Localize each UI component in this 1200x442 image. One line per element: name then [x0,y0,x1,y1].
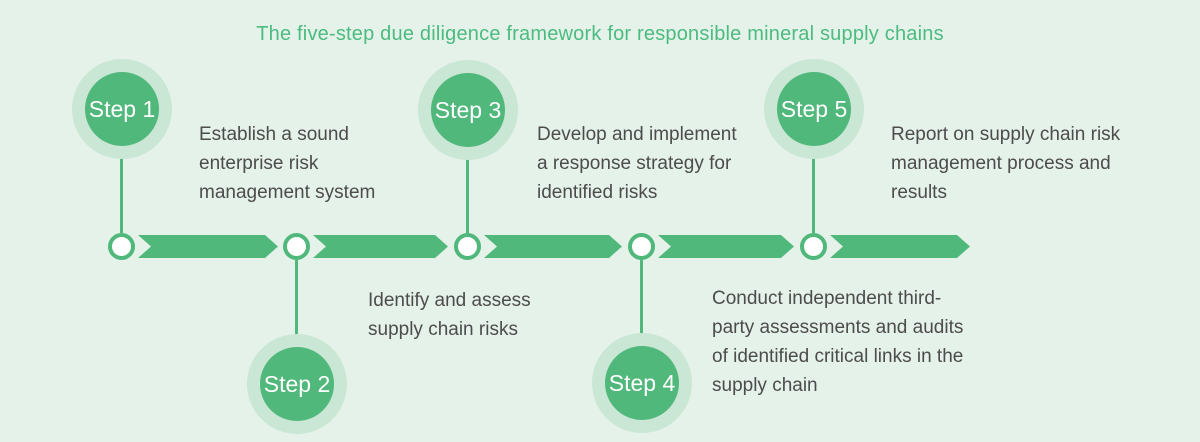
timeline-node-1 [108,233,135,260]
step3-connector-line [466,147,469,233]
timeline-arrow-1 [138,235,278,258]
step3-circle: Step 3 [431,73,505,147]
step3-label: Step 3 [434,96,502,123]
timeline-arrow-5 [830,235,970,258]
step5-connector-line [812,146,815,233]
step5-label: Step 5 [780,95,848,122]
diagram-title: The five-step due diligence framework fo… [256,23,944,45]
step5-circle: Step 5 [777,72,851,146]
timeline-arrow-2 [313,235,448,258]
timeline-node-3 [454,233,481,260]
step1-connector-line [120,146,123,233]
timeline-arrow-4 [658,235,794,258]
step1-circle-halo: Step 1 [72,59,172,159]
step2-label: Step 2 [263,370,331,397]
step1-description: Establish a sound enterprise risk manage… [199,124,376,203]
step5-description: Report on supply chain risk management p… [891,124,1121,203]
step1-label: Step 1 [88,95,156,122]
timeline-node-2 [283,233,310,260]
step3-description: Develop and implement a response strateg… [537,124,737,203]
step2-description: Identify and assess supply chain risks [368,290,531,340]
step4-circle-halo: Step 4 [592,333,692,433]
timeline-node-4 [628,233,655,260]
timeline-arrow-3 [484,235,622,258]
step2-circle-halo: Step 2 [247,334,347,434]
step4-circle: Step 4 [605,346,679,420]
timeline-node-5 [800,233,827,260]
step4-description: Conduct independent third- party assessm… [712,288,964,396]
step2-circle: Step 2 [260,347,334,421]
step1-circle: Step 1 [85,72,159,146]
step5-circle-halo: Step 5 [764,59,864,159]
step2-connector-line [295,260,298,346]
step4-label: Step 4 [608,369,676,396]
step4-connector-line [640,260,643,345]
step3-circle-halo: Step 3 [418,60,518,160]
